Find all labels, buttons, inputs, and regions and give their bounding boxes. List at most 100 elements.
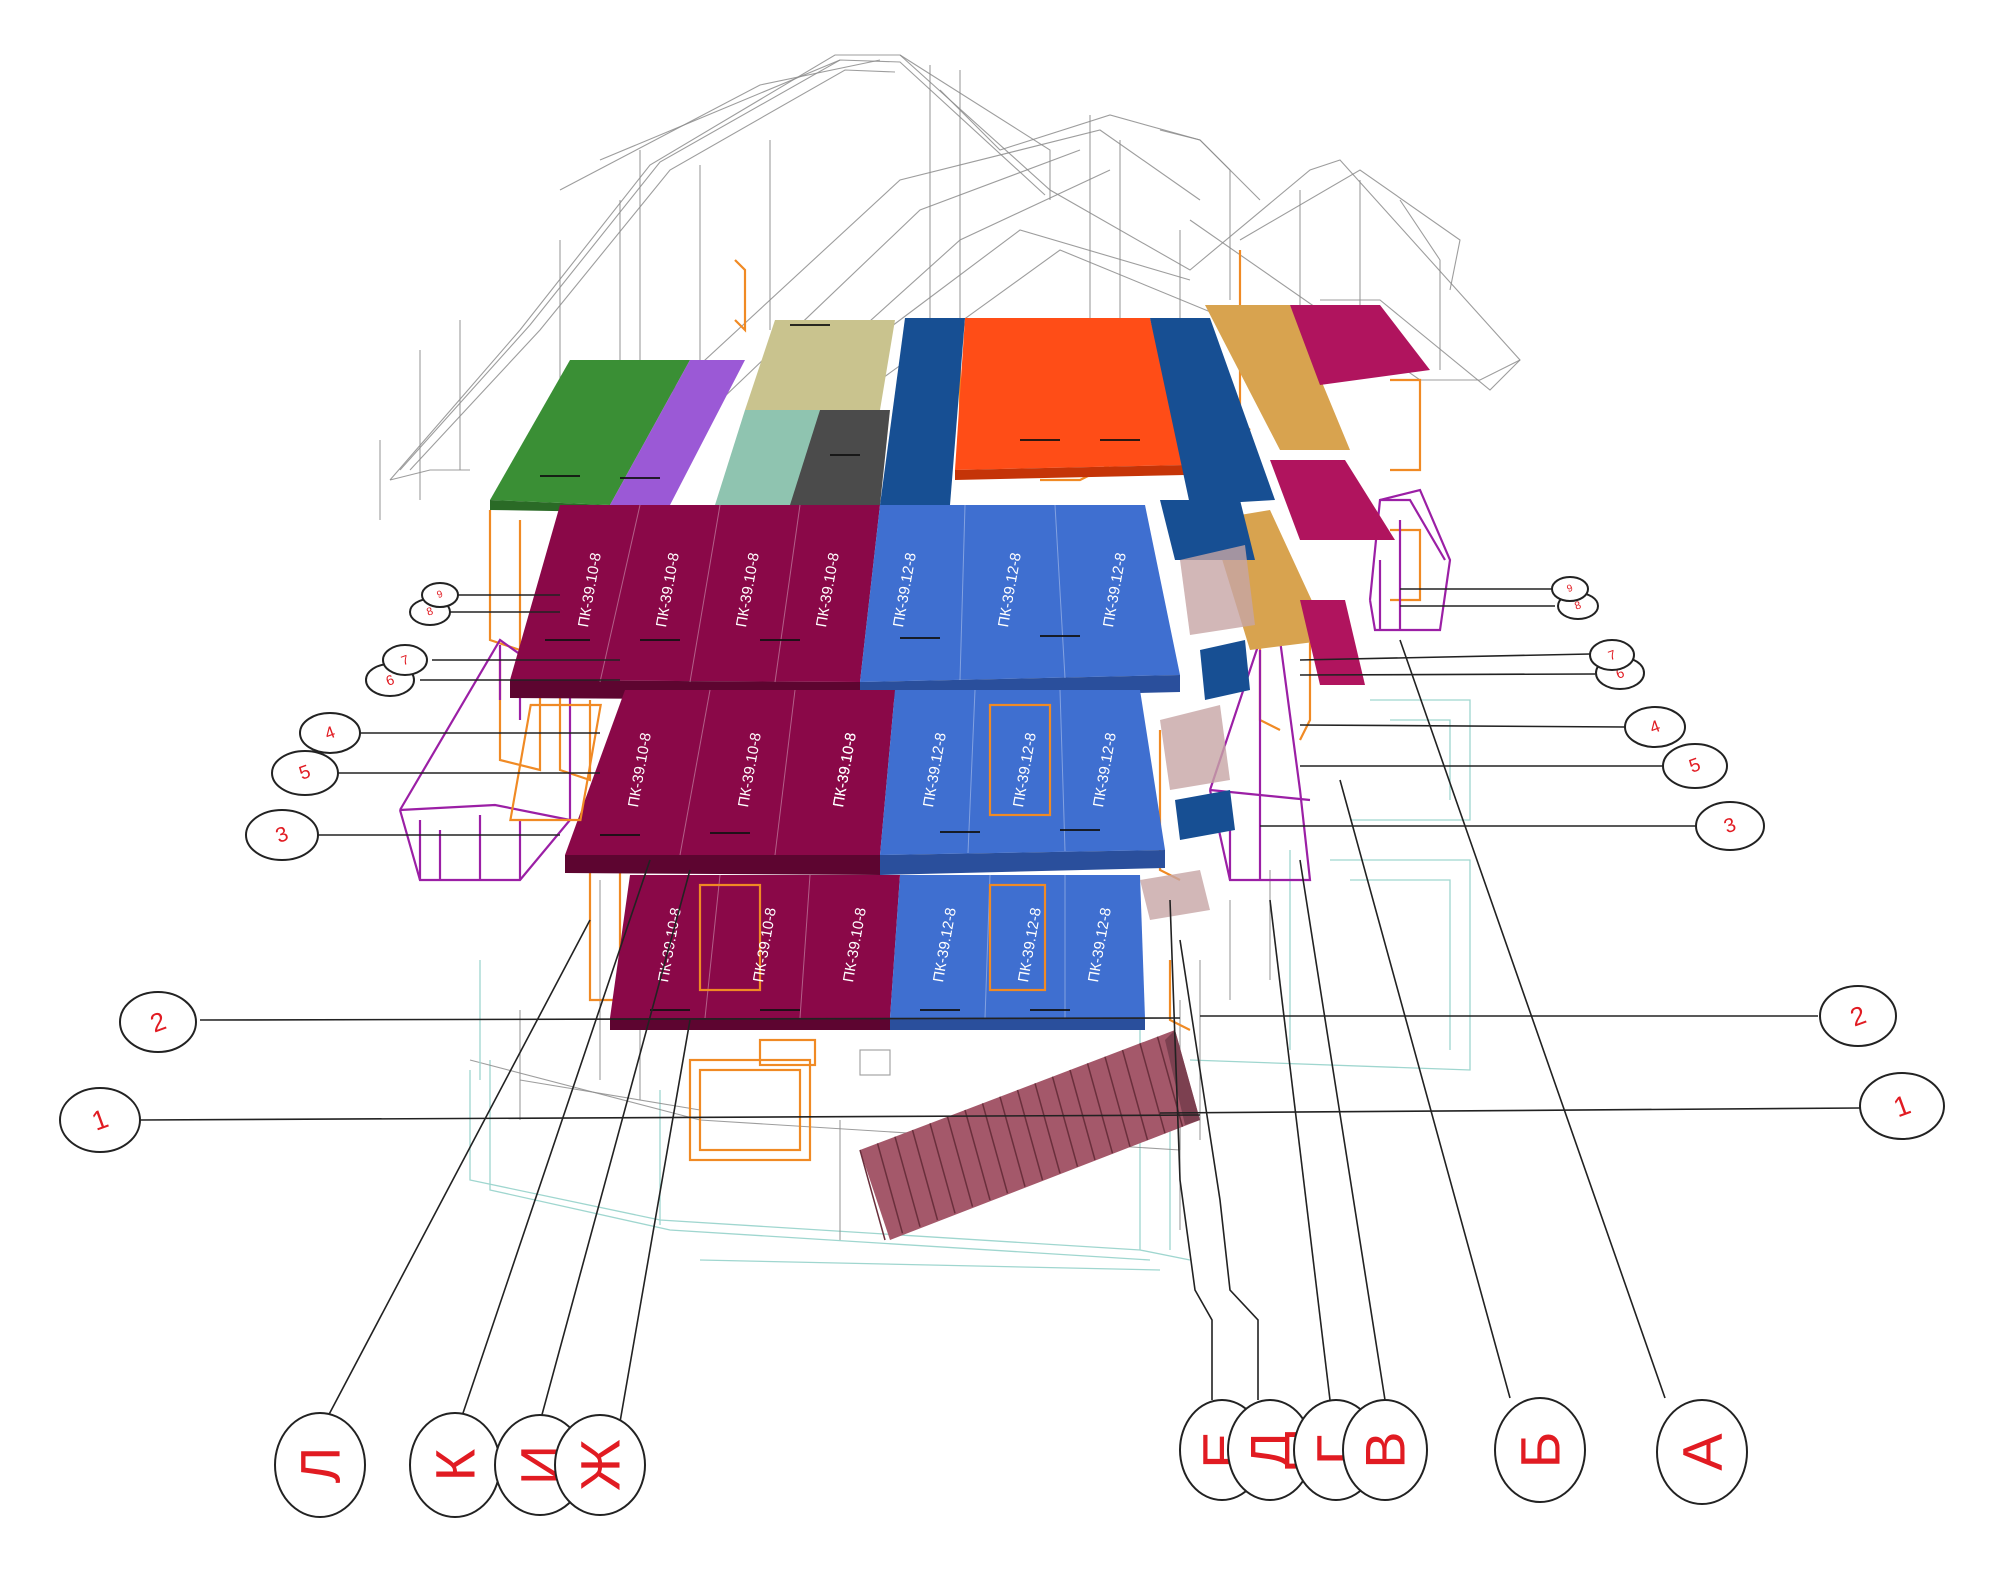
axis-bubble-right-4: 4	[1624, 706, 1686, 748]
axis-bubble-left-4-circle	[299, 712, 361, 754]
axis-bubble-letter-7-circle	[1342, 1399, 1428, 1501]
stair-step-line	[999, 1096, 1026, 1187]
attic-slab-magenta-low	[1300, 600, 1365, 685]
attic-slab-violet	[610, 360, 745, 505]
attic-slab-navy-right	[1150, 318, 1275, 505]
axis-bubble-letter-8-label: Б	[1509, 1432, 1572, 1469]
attic-dashes	[540, 324, 1140, 479]
stair-step-line	[911, 1129, 939, 1221]
axis-bubble-letter-1-label: К	[424, 1448, 487, 1481]
ground-doors	[688, 1038, 891, 1162]
axis-bubble-letter-3-circle	[554, 1414, 646, 1516]
stair-step-line	[1104, 1056, 1131, 1147]
axis-bubble-right-5: 5	[1662, 743, 1728, 789]
axis-bubble-letter-8: Б	[1494, 1397, 1586, 1503]
side-stair-blocks	[1140, 545, 1255, 920]
slab-floor1-blue	[890, 875, 1145, 1018]
axis-bubble-left-7-circle	[382, 644, 428, 676]
axis-bubble-letter-9: А	[1656, 1399, 1748, 1505]
attic-slab-orange	[955, 318, 1185, 470]
axis-bubble-right-7-label: 7	[1606, 647, 1618, 664]
stair-steps	[859, 1036, 1184, 1241]
attic-slab-magenta-mid	[1270, 460, 1395, 540]
axis-bubble-right-9-circle	[1551, 576, 1589, 602]
axis-bubble-letter-9-circle	[1656, 1399, 1748, 1505]
axis-bubble-letter-1: К	[409, 1412, 501, 1518]
stair-step-line	[981, 1103, 1009, 1194]
axis-bubble-letter-3-label: Ж	[569, 1439, 632, 1491]
attic-slab-navy-left	[880, 318, 965, 505]
axis-bubble-letter-9-label: А	[1671, 1433, 1734, 1471]
slab-floor2-dashes	[600, 829, 1100, 836]
stair-step-line	[1086, 1063, 1114, 1154]
axis-bubble-letter-0-circle	[274, 1412, 366, 1518]
axis-bubble-left-9-circle	[421, 582, 459, 608]
slab-floor2-blue	[880, 690, 1165, 855]
balcony-left	[398, 638, 572, 882]
attic-slab-navy-small	[1160, 500, 1255, 560]
slab-floor1-crimson	[610, 875, 900, 1018]
slab-floor3	[510, 504, 1180, 700]
axis-bubble-letter-7: В	[1342, 1399, 1428, 1501]
balcony-right-upper	[1368, 488, 1452, 632]
axis-bubble-left-3: 3	[245, 809, 319, 861]
axis-bubble-left-3-circle	[245, 809, 319, 861]
axis-bubble-right-3-circle	[1695, 801, 1765, 851]
axis-bubble-left-7-label: 7	[399, 652, 411, 669]
axis-bubble-left-2: 2	[119, 991, 197, 1053]
stair-step-line	[859, 1149, 886, 1241]
axis-bubble-left-2-circle	[119, 991, 197, 1053]
stair-step-line	[1016, 1089, 1044, 1181]
stair-step-line	[1051, 1076, 1079, 1167]
axis-bubble-right-4-circle	[1624, 706, 1686, 748]
attic-slab-charcoal	[790, 410, 890, 505]
axis-bubble-left-8-label: 8	[425, 605, 435, 618]
slab-floor2-crimson	[565, 690, 895, 855]
axis-bubble-right-1-circle	[1859, 1072, 1945, 1140]
axis-bubble-right-7-circle	[1589, 639, 1635, 671]
axis-bubble-left-5: 5	[271, 750, 339, 796]
axis-bubble-right-2-circle	[1819, 985, 1897, 1047]
stair-step-line	[894, 1136, 921, 1227]
stair-step-line	[946, 1116, 974, 1207]
attic-slab-green	[490, 360, 690, 505]
axis-bubble-left-7: 7	[382, 644, 428, 676]
attic-slab-khaki	[745, 320, 895, 410]
axis-bubble-right-2: 2	[1819, 985, 1897, 1047]
axis-bubble-letter-0-label: Л	[289, 1447, 352, 1484]
slab-floor3-crimson	[510, 505, 880, 682]
axis-bubble-letter-5-label: Д	[1239, 1431, 1302, 1469]
slab-floor1	[610, 874, 1145, 1030]
ground-stair	[859, 1030, 1200, 1241]
axis-bubble-letter-3: Ж	[554, 1414, 646, 1516]
stair-step-line	[1139, 1043, 1166, 1134]
axis-bubble-right-3: 3	[1695, 801, 1765, 851]
slab-floor2	[509, 689, 1165, 875]
axis-bubble-left-9-label: 9	[436, 589, 445, 601]
stair-step-line	[876, 1143, 904, 1234]
axis-bubble-right-7: 7	[1589, 639, 1635, 671]
axis-bubble-right-5-circle	[1662, 743, 1728, 789]
stair-step-line	[1034, 1083, 1061, 1174]
axis-bubble-letter-7-label: В	[1354, 1431, 1417, 1468]
attic-slab-mint	[715, 410, 820, 505]
axis-bubble-left-9: 9	[421, 582, 459, 608]
attic-slab-magenta-top	[1290, 305, 1430, 385]
axis-bubble-left-4: 4	[299, 712, 361, 754]
axis-bubble-right-8-label: 8	[1573, 599, 1583, 612]
axis-bubble-letter-0: Л	[274, 1412, 366, 1518]
stair-step-line	[1121, 1049, 1149, 1141]
axis-leader-lines	[139, 588, 1861, 1423]
attic-slab-tan	[1205, 305, 1350, 450]
axis-bubble-letter-5: Д	[1227, 1399, 1313, 1501]
axis-bubble-right-9: 9	[1551, 576, 1589, 602]
axis-bubble-left-5-circle	[271, 750, 339, 796]
axis-bubble-right-1: 1	[1859, 1072, 1945, 1140]
stair-step-line	[964, 1109, 991, 1201]
stair-step-line	[929, 1123, 956, 1214]
slab-floor3-dashes	[545, 635, 1080, 641]
axis-bubble-letter-8-circle	[1494, 1397, 1586, 1503]
axis-bubble-left-1-circle	[59, 1087, 141, 1153]
